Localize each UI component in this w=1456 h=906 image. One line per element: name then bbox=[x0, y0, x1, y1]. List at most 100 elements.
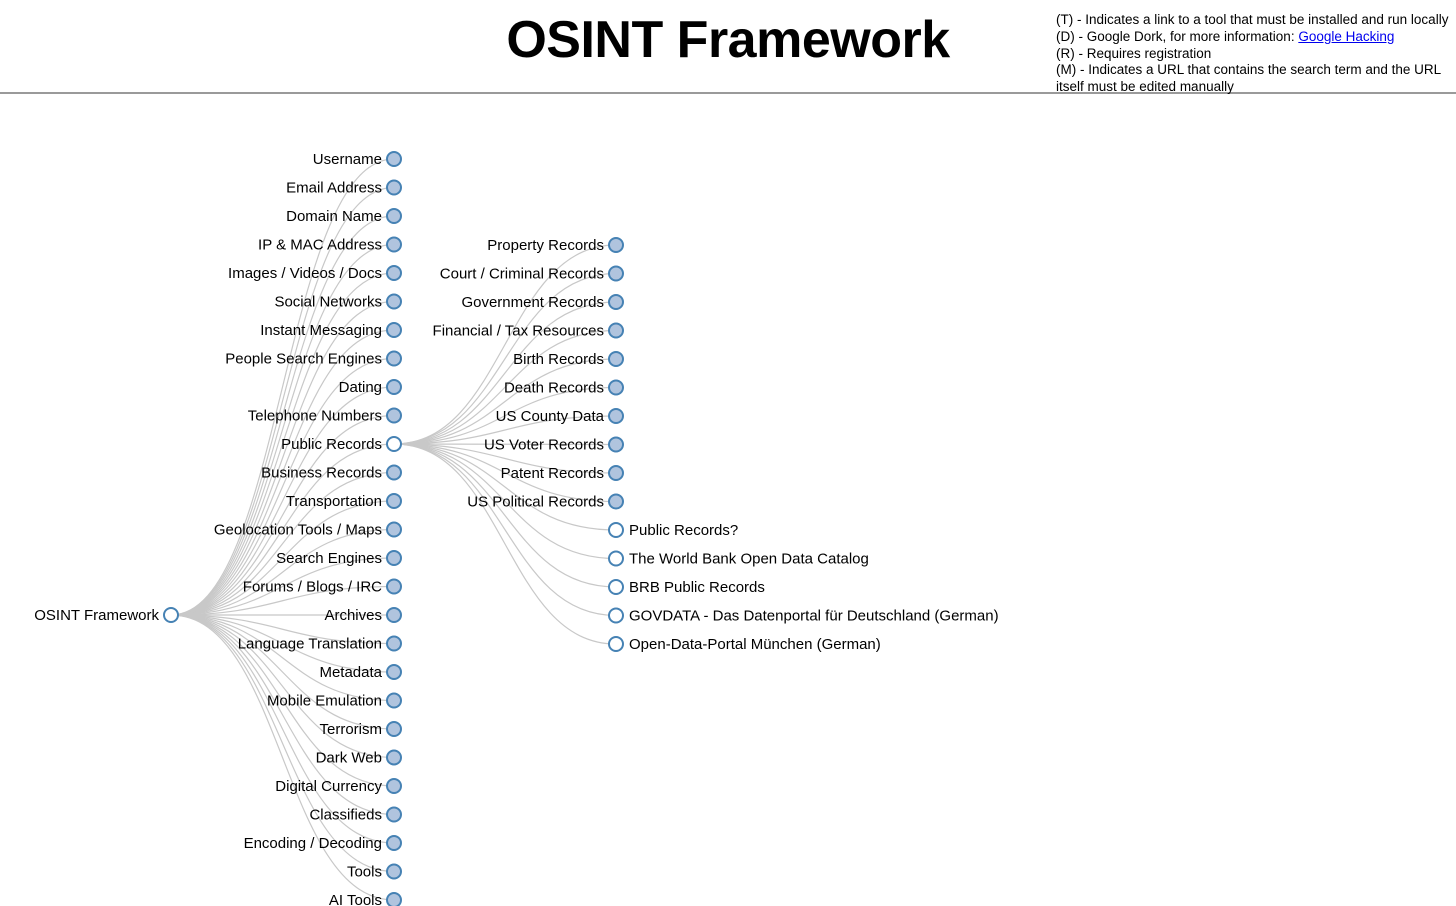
collapsed-node-circle-icon[interactable] bbox=[386, 607, 402, 623]
tree-node-social-networks[interactable]: Social Networks bbox=[274, 293, 402, 311]
tree-node-label[interactable]: Death Records bbox=[504, 380, 604, 397]
tree-node-label[interactable]: Forums / Blogs / IRC bbox=[243, 579, 382, 596]
tree-node-geolocation-tools-maps[interactable]: Geolocation Tools / Maps bbox=[214, 521, 402, 539]
tree-node-label[interactable]: Email Address bbox=[286, 180, 382, 197]
tree-node-language-translation[interactable]: Language Translation bbox=[238, 635, 402, 653]
tree-node-label[interactable]: Government Records bbox=[461, 294, 604, 311]
tree-node-court-criminal-records[interactable]: Court / Criminal Records bbox=[440, 265, 624, 283]
tree-node-label[interactable]: Encoding / Decoding bbox=[244, 835, 382, 852]
tree-node-govdata-das-datenportal-f-r-deutschland-german[interactable]: GOVDATA - Das Datenportal für Deutschlan… bbox=[608, 607, 999, 625]
tree-node-people-search-engines[interactable]: People Search Engines bbox=[225, 350, 402, 368]
collapsed-node-circle-icon[interactable] bbox=[386, 151, 402, 167]
tree-node-birth-records[interactable]: Birth Records bbox=[513, 351, 624, 368]
tree-node-dark-web[interactable]: Dark Web bbox=[316, 749, 402, 767]
tree-node-the-world-bank-open-data-catalog[interactable]: The World Bank Open Data Catalog bbox=[608, 550, 869, 568]
tree-node-instant-messaging[interactable]: Instant Messaging bbox=[260, 322, 402, 339]
tree-node-label[interactable]: Language Translation bbox=[238, 636, 382, 653]
collapsed-node-circle-icon[interactable] bbox=[386, 208, 402, 224]
tree-node-images-videos-docs[interactable]: Images / Videos / Docs bbox=[228, 265, 402, 282]
collapsed-node-circle-icon[interactable] bbox=[386, 778, 402, 794]
tree-node-label[interactable]: Tools bbox=[347, 864, 382, 881]
collapsed-node-circle-icon[interactable] bbox=[386, 493, 402, 509]
tree-node-label[interactable]: Metadata bbox=[319, 664, 382, 681]
tree-node-forums-blogs-irc[interactable]: Forums / Blogs / IRC bbox=[243, 578, 402, 596]
expanded-node-circle-icon[interactable] bbox=[386, 436, 402, 452]
tree-node-patent-records[interactable]: Patent Records bbox=[501, 465, 624, 482]
tree-node-brb-public-records[interactable]: BRB Public Records bbox=[608, 579, 765, 596]
expanded-node-circle-icon[interactable] bbox=[608, 579, 624, 595]
tree-node-label[interactable]: Financial / Tax Resources bbox=[433, 323, 604, 340]
expanded-node-circle-icon[interactable] bbox=[608, 550, 624, 567]
google-hacking-link[interactable]: Google Hacking bbox=[1298, 28, 1395, 44]
tree-node-label[interactable]: OSINT Framework bbox=[34, 607, 159, 624]
expanded-node-circle-icon[interactable] bbox=[163, 607, 179, 623]
collapsed-node-circle-icon[interactable] bbox=[608, 493, 624, 510]
collapsed-node-circle-icon[interactable] bbox=[608, 408, 624, 424]
collapsed-node-circle-icon[interactable] bbox=[386, 464, 402, 481]
collapsed-node-circle-icon[interactable] bbox=[386, 236, 402, 253]
tree-node-username[interactable]: Username bbox=[313, 151, 402, 168]
collapsed-node-circle-icon[interactable] bbox=[608, 351, 624, 367]
tree-node-open-data-portal-m-nchen-german[interactable]: Open-Data-Portal München (German) bbox=[608, 636, 881, 653]
tree-node-label[interactable]: Username bbox=[313, 151, 382, 168]
tree-node-archives[interactable]: Archives bbox=[324, 607, 402, 624]
tree-node-label[interactable]: Dark Web bbox=[316, 750, 382, 767]
collapsed-node-circle-icon[interactable] bbox=[386, 692, 402, 709]
tree-node-label[interactable]: Social Networks bbox=[274, 294, 382, 311]
tree-node-label[interactable]: US County Data bbox=[496, 408, 605, 425]
collapsed-node-circle-icon[interactable] bbox=[386, 749, 402, 766]
collapsed-node-circle-icon[interactable] bbox=[386, 265, 402, 281]
collapsed-node-circle-icon[interactable] bbox=[386, 892, 402, 906]
tree-node-label[interactable]: Domain Name bbox=[286, 208, 382, 225]
collapsed-node-circle-icon[interactable] bbox=[386, 521, 402, 538]
tree-node-label[interactable]: Public Records? bbox=[629, 522, 738, 539]
tree-node-classifieds[interactable]: Classifieds bbox=[309, 806, 402, 824]
collapsed-node-circle-icon[interactable] bbox=[386, 806, 402, 823]
collapsed-node-circle-icon[interactable] bbox=[386, 293, 402, 310]
tree-node-label[interactable]: IP & MAC Address bbox=[258, 237, 382, 254]
tree-node-label[interactable]: People Search Engines bbox=[225, 351, 382, 368]
tree-node-label[interactable]: Instant Messaging bbox=[260, 322, 382, 339]
tree-node-label[interactable]: Birth Records bbox=[513, 351, 604, 368]
tree-node-public-records[interactable]: Public Records? bbox=[608, 522, 738, 539]
tree-node-us-political-records[interactable]: US Political Records bbox=[467, 493, 624, 511]
tree-node-label[interactable]: Dating bbox=[339, 379, 382, 396]
collapsed-node-circle-icon[interactable] bbox=[386, 835, 402, 851]
collapsed-node-circle-icon[interactable] bbox=[608, 294, 624, 310]
tree-node-terrorism[interactable]: Terrorism bbox=[320, 721, 402, 738]
collapsed-node-circle-icon[interactable] bbox=[386, 635, 402, 652]
tree-node-public-records[interactable]: Public Records bbox=[281, 436, 402, 453]
collapsed-node-circle-icon[interactable] bbox=[386, 379, 402, 395]
tree-node-encoding-decoding[interactable]: Encoding / Decoding bbox=[244, 835, 402, 852]
tree-node-business-records[interactable]: Business Records bbox=[261, 464, 402, 482]
tree-node-domain-name[interactable]: Domain Name bbox=[286, 208, 402, 225]
tree-node-telephone-numbers[interactable]: Telephone Numbers bbox=[248, 407, 402, 425]
collapsed-node-circle-icon[interactable] bbox=[608, 265, 624, 282]
tree-node-label[interactable]: BRB Public Records bbox=[629, 579, 765, 596]
tree-node-government-records[interactable]: Government Records bbox=[461, 294, 624, 311]
tree-node-us-voter-records[interactable]: US Voter Records bbox=[484, 436, 624, 454]
tree-node-search-engines[interactable]: Search Engines bbox=[276, 550, 402, 567]
tree-node-label[interactable]: Open-Data-Portal München (German) bbox=[629, 636, 881, 653]
tree-node-label[interactable]: Terrorism bbox=[320, 721, 383, 738]
tree-node-label[interactable]: Property Records bbox=[487, 237, 604, 254]
tree-node-label[interactable]: Public Records bbox=[281, 436, 382, 453]
tree-node-osint-framework[interactable]: OSINT Framework bbox=[34, 607, 179, 624]
collapsed-node-circle-icon[interactable] bbox=[386, 721, 402, 737]
tree-node-label[interactable]: Images / Videos / Docs bbox=[228, 265, 382, 282]
tree-node-label[interactable]: The World Bank Open Data Catalog bbox=[629, 551, 869, 568]
tree-node-label[interactable]: Telephone Numbers bbox=[248, 408, 382, 425]
tree-node-mobile-emulation[interactable]: Mobile Emulation bbox=[267, 692, 402, 710]
tree-node-metadata[interactable]: Metadata bbox=[319, 664, 402, 681]
tree-node-label[interactable]: Transportation bbox=[286, 493, 382, 510]
tree-node-property-records[interactable]: Property Records bbox=[487, 237, 624, 254]
collapsed-node-circle-icon[interactable] bbox=[386, 179, 402, 196]
tree-node-label[interactable]: Geolocation Tools / Maps bbox=[214, 522, 382, 539]
tree-node-label[interactable]: GOVDATA - Das Datenportal für Deutschlan… bbox=[629, 608, 999, 625]
collapsed-node-circle-icon[interactable] bbox=[608, 322, 624, 339]
collapsed-node-circle-icon[interactable] bbox=[386, 863, 402, 880]
tree-node-label[interactable]: AI Tools bbox=[329, 892, 382, 906]
tree-node-label[interactable]: Business Records bbox=[261, 465, 382, 482]
tree-node-label[interactable]: Classifieds bbox=[309, 807, 382, 824]
tree-node-label[interactable]: Digital Currency bbox=[275, 778, 382, 795]
